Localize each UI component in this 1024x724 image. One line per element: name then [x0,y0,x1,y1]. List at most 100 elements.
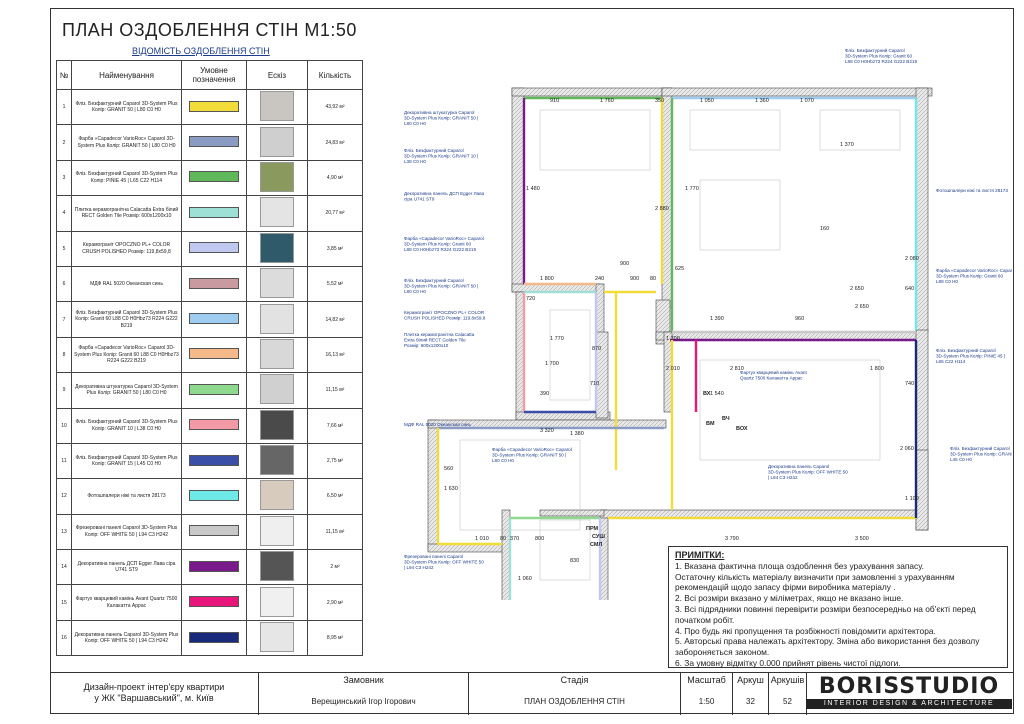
row-symbol [181,88,247,126]
client-cell: Замовник Верещинський Ігор Ігорович [258,673,468,715]
logo-text: BORISSTUDIO [818,674,1000,699]
note-item: 2. Всі розміри вказано у міліметрах, якщ… [675,593,904,604]
sheets-cell: Аркушів 52 [768,673,806,715]
dimension-label: 2 880 [655,206,669,212]
dimension-label: 910 [550,98,559,104]
callout-line: Декоративна панель ДСП Egger Лава [404,191,485,196]
row-symbol [181,372,247,409]
material-sketch [260,161,294,192]
callout-line: Розмір: 600x1200x10 [404,343,449,348]
wall-segment [515,291,525,421]
row-number: 1 [56,88,72,126]
row-sketch [246,513,308,551]
title-block: Дизайн-проект інтер'єру квартири у ЖК "В… [50,672,1014,715]
callout-line: 3D-System Plus Колір: GRANIT 50 | [492,452,566,457]
note-item: 4. Про будь які пропущення та розбіжност… [675,625,936,636]
sheet-frame [50,8,1014,714]
col-sketch: Ескіз [246,60,308,90]
row-qty: 6,50 м² [307,478,363,515]
scale-value: 1:50 [698,697,715,706]
row-number: 5 [56,230,72,267]
callout-line: 3D-System Plus Колір: GRANIT 10 | [404,153,478,158]
row-name: Фарба «Capadecor VarioRoc» Caparol 3D-Sy… [71,124,182,161]
callout-line: L88 C0 H0Hbz73 R224 G222 B219 [404,247,476,252]
color-swatch [189,242,239,254]
plan-walls [427,87,933,600]
row-qty: 8,95 м² [307,619,363,657]
row-symbol [181,195,247,232]
callout-line: 3D-System Plus Колір: OFF WHITE 50 [768,469,848,474]
callout-line: L80 C0 H0 [404,289,426,294]
note-item: 5. Авторські права належать архітектору.… [675,636,980,658]
row-qty: 11,15 м² [307,513,363,551]
client-header: Замовник [343,675,384,685]
dimension-label: 1 700 [666,336,680,342]
callout-line: CRUSH POLISHED Розмір: 119,8x59,8 [404,315,486,320]
row-symbol [181,513,247,551]
col-symbol: Умовне позначення [181,60,247,90]
callout-line: Фарба «Capadecor VarioRoc» Caparol [492,447,572,452]
dimension-label: 1 060 [518,576,532,582]
table-header-row: № Найменування Умовне позначення Ескіз К… [56,60,363,90]
material-sketch [260,91,294,122]
material-sketch [260,445,294,476]
wall-segment [511,87,673,97]
callout-line: L80 C0 H0 [404,121,426,126]
material-callout: Фотошпалери ніжі та листя 28173 [936,188,1008,193]
row-number: 15 [56,584,72,621]
material-sketch [260,551,294,582]
row-sketch [246,195,308,232]
row-sketch [246,407,308,444]
row-sketch [246,88,308,126]
dimension-label: 1 070 [800,98,814,104]
room-tag: ВХ [703,391,711,397]
callout-line: L45 C0 H0 [950,457,972,462]
fixture-outline [549,309,591,401]
row-sketch [246,301,308,338]
wall-segment [511,87,525,293]
row-symbol [181,442,247,480]
callout-line: 3D-System Plus Колір: GRANIT 50 | [404,283,478,288]
callout-line: 3D-System Plus Колір: Granit 60 [404,241,471,246]
fixture-outline [699,179,781,251]
row-name: Фартух кварцевий камінь Avant Quartz 750… [71,584,182,621]
callout-line: Декоративна штукатурка Caparol [404,110,474,115]
row-symbol [181,159,247,197]
row-name: Фотошпалери ніжі та листя 28173 [71,478,182,515]
row-name: Керамограніт OPOCZNO PL+ COLOR CRUSH POL… [71,230,182,267]
dimension-label: 1 770 [685,186,699,192]
row-qty: 43,92 м² [307,88,363,126]
dimension-label: 1 800 [540,276,554,282]
page-subtitle: ВІДОМІСТЬ ОЗДОБЛЕННЯ СТІН [132,46,270,56]
dimension-label: 80 [500,536,506,542]
dimension-label: 2 010 [666,366,680,372]
dimension-label: 370 [510,536,519,542]
row-number: 13 [56,513,72,551]
row-sketch [246,124,308,161]
material-sketch [260,338,294,369]
client-value: Верещинський Ігор Ігорович [311,697,416,706]
row-symbol [181,265,247,303]
wall-segment [915,87,929,333]
callout-line: Фартух кварцевий камінь Avant [740,369,807,375]
color-swatch [189,631,239,643]
row-number: 3 [56,159,72,197]
color-swatch [189,136,239,148]
callout-line: Фліз. Безфактурний Caparol [404,147,464,153]
dimension-label: 1 800 [870,366,884,372]
dimension-label: 80 [650,276,656,282]
dimension-label: 1 010 [475,536,489,542]
row-qty: 14,82 м² [307,301,363,338]
project-name: Дизайн-проект інтер'єру квартири у ЖК "В… [50,673,258,715]
dimension-label: 3 320 [540,428,554,434]
fixture-outline [539,109,651,171]
